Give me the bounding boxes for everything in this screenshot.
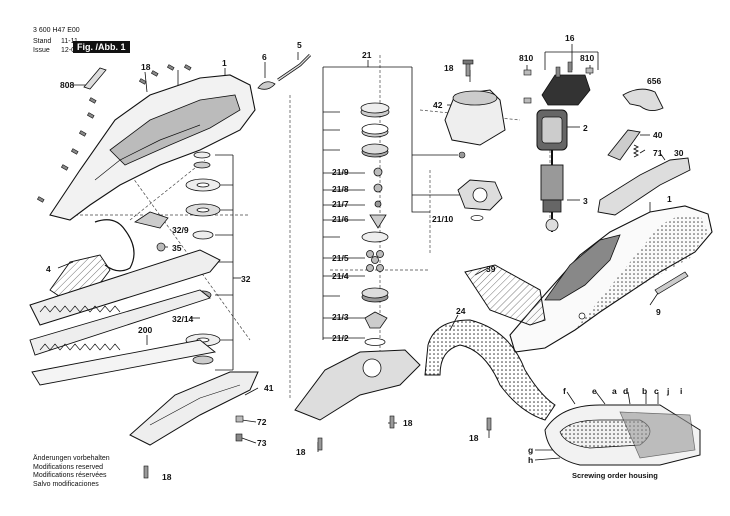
label-3: 3 <box>583 196 588 206</box>
label-42: 42 <box>433 100 443 110</box>
blade-assembly <box>29 249 221 386</box>
label-21-4: 21/4 <box>332 271 349 281</box>
air-grille-39 <box>464 264 546 326</box>
label-810-b: 810 <box>580 53 594 63</box>
power-cable-5 <box>277 53 312 82</box>
label-2: 2 <box>583 123 588 133</box>
screw-18-top <box>462 59 474 77</box>
gear-stack-21 <box>360 102 390 346</box>
screw-18-base <box>317 415 395 451</box>
label-21-10: 21/10 <box>432 214 454 224</box>
label-1-b: 1 <box>667 194 672 204</box>
screw-18-handle <box>486 417 492 431</box>
label-9: 9 <box>656 307 661 317</box>
front-handle-24 <box>424 319 556 421</box>
housing-shell-left <box>49 74 256 221</box>
screw-18-bottom <box>143 465 149 479</box>
label-h: h <box>528 455 533 465</box>
label-4: 4 <box>46 264 51 274</box>
label-35: 35 <box>172 243 182 253</box>
contacts-810 <box>523 67 594 104</box>
note-line-de: Änderungen vorbehalten <box>33 455 110 462</box>
nut-35 <box>156 242 166 252</box>
label-18-d: 18 <box>296 447 306 457</box>
label-41: 41 <box>264 383 274 393</box>
label-i: i <box>680 386 682 396</box>
switch-assembly-16 <box>541 61 591 106</box>
spring-71 <box>632 144 640 158</box>
label-32-9: 32/9 <box>172 225 189 235</box>
label-18-f: 18 <box>162 472 172 482</box>
lever-656 <box>622 88 664 111</box>
label-656: 656 <box>647 76 661 86</box>
label-plate-808 <box>83 67 107 90</box>
label-18-a: 18 <box>141 62 151 72</box>
screws-group-18 <box>36 64 192 203</box>
label-21-3: 21/3 <box>332 312 349 322</box>
label-32: 32 <box>241 274 251 284</box>
label-73: 73 <box>257 438 267 448</box>
switch-lever-40 <box>607 129 641 161</box>
label-18-c: 18 <box>403 418 413 428</box>
label-b: b <box>642 386 647 396</box>
label-810-a: 810 <box>519 53 533 63</box>
note-line-es: Salvo modificaciones <box>33 480 99 488</box>
label-72: 72 <box>257 417 267 427</box>
issue-label: Issue <box>33 47 50 54</box>
bottom-cover-41 <box>129 371 259 446</box>
label-f: f <box>563 386 566 396</box>
label-39: 39 <box>486 264 496 274</box>
label-21-2: 21/2 <box>332 333 349 343</box>
label-a: a <box>612 386 617 396</box>
label-24: 24 <box>456 306 466 316</box>
gearbox-cover-42 <box>444 89 506 146</box>
note-line-fr: Modifications réservées <box>33 472 107 480</box>
label-d: d <box>623 386 628 396</box>
label-c: c <box>654 386 659 396</box>
label-g: g <box>528 445 533 455</box>
label-32-14: 32/14 <box>172 314 194 324</box>
note-line-en: Modifications reserved <box>33 463 104 471</box>
label-5: 5 <box>297 40 302 50</box>
housing-strip-9 <box>654 271 689 295</box>
label-18-b: 18 <box>444 63 454 73</box>
label-21-6: 21/6 <box>332 214 349 224</box>
cap-32-9 <box>134 211 169 229</box>
label-71: 71 <box>653 148 663 158</box>
trigger-bar-30 <box>597 157 691 216</box>
housing-main-1 <box>509 205 713 353</box>
label-e: e <box>592 386 597 396</box>
parts-72-73 <box>235 415 244 442</box>
label-30: 30 <box>674 148 684 158</box>
figure-tag: Fig. /Abb. 1 <box>73 41 130 53</box>
label-200: 200 <box>138 325 152 335</box>
label-21: 21 <box>362 50 372 60</box>
screwing-order-inset <box>544 404 701 466</box>
cable-clip-6 <box>257 81 276 90</box>
label-21-7: 21/7 <box>332 199 349 209</box>
label-21-8: 21/8 <box>332 184 349 194</box>
bearing-housing <box>457 151 503 221</box>
screwing-order-caption: Screwing order housing <box>572 471 658 480</box>
label-6: 6 <box>262 52 267 62</box>
label-16: 16 <box>565 33 575 43</box>
part-labels: 808 18 1 6 5 21 18 16 810 810 42 656 2 4… <box>46 33 684 482</box>
label-1-a: 1 <box>222 58 227 68</box>
stand-label: Stand <box>33 38 52 45</box>
modification-notes: Änderungen vorbehalten Modifications res… <box>33 455 110 489</box>
gear-housing-base <box>294 349 421 421</box>
label-21-9: 21/9 <box>332 167 349 177</box>
stand-value: 11-11 <box>61 38 78 45</box>
doc-number: 3 600 H47 E00 <box>33 27 80 34</box>
armature-3 <box>540 150 564 232</box>
field-stator-2 <box>536 109 568 151</box>
label-808: 808 <box>60 80 74 90</box>
label-21-5: 21/5 <box>332 253 349 263</box>
label-j: j <box>666 386 669 396</box>
label-40: 40 <box>653 130 663 140</box>
label-18-e: 18 <box>469 433 479 443</box>
